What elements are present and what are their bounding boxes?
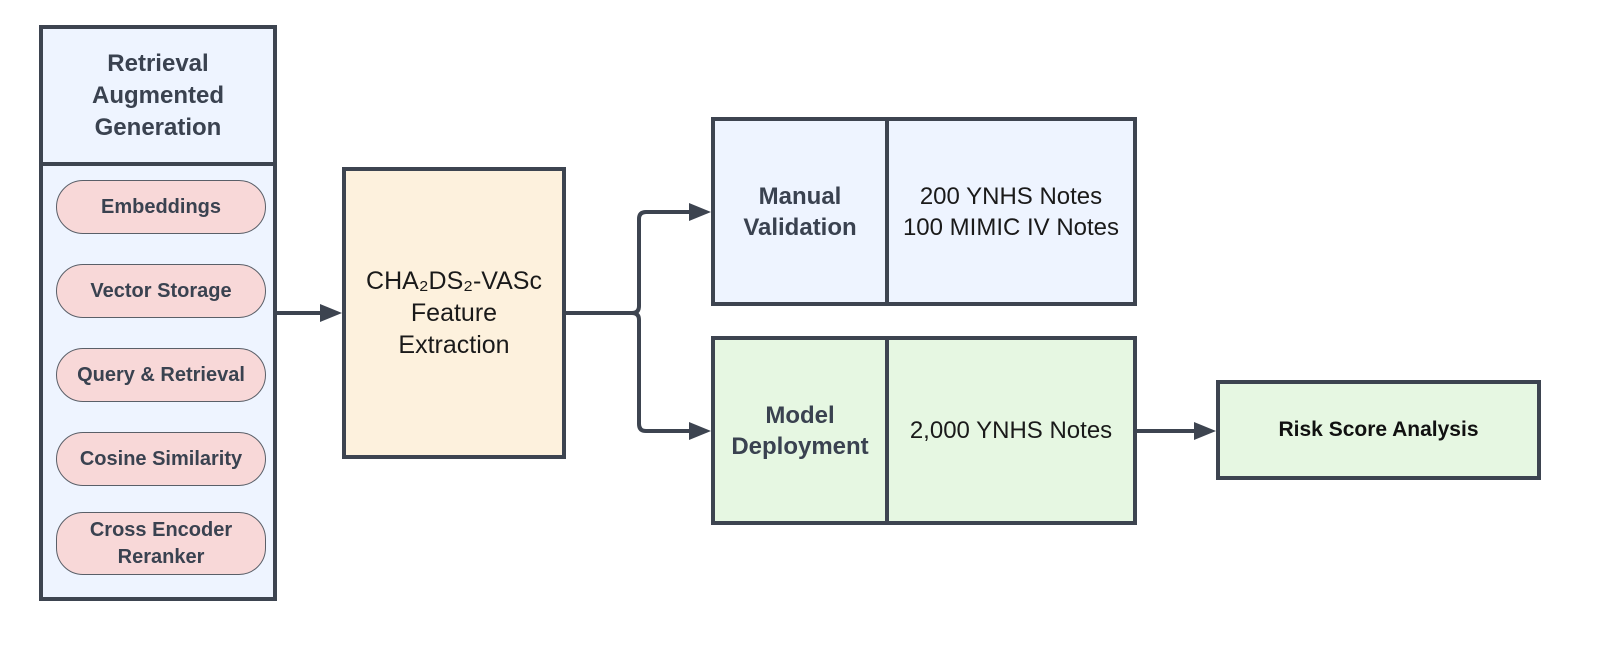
risk-score-analysis-box: Risk Score Analysis — [1216, 380, 1541, 480]
model-deployment-detail: 2,000 YNHS Notes — [909, 417, 1113, 444]
feature-extraction-line1: CHA₂DS₂-VASc — [366, 267, 542, 295]
rag-step-embeddings: Embeddings — [56, 180, 266, 234]
rag-panel: Retrieval Augmented Generation Embedding… — [39, 25, 277, 601]
feature-extraction-line2: Feature — [410, 299, 498, 327]
feature-extraction-line3: Extraction — [398, 331, 510, 359]
manual-validation-label: Manual Validation — [715, 121, 889, 302]
model-deployment-label: Model Deployment — [715, 340, 889, 521]
arrow-rag-to-feature-head — [320, 304, 342, 322]
rag-step-cross-encoder-reranker: Cross Encoder Reranker — [56, 512, 266, 575]
manual-validation-detail-line2: 100 MIMIC IV Notes — [902, 213, 1120, 241]
rag-step-cosine-similarity: Cosine Similarity — [56, 432, 266, 486]
manual-validation-detail-line1: 200 YNHS Notes — [919, 182, 1103, 210]
arrow-feature-to-deploy — [631, 311, 700, 433]
rag-step-query-retrieval: Query & Retrieval — [56, 348, 266, 402]
arrow-manual-head — [689, 203, 711, 221]
arrow-feature-to-branch — [566, 210, 700, 315]
arrow-risk-head — [1194, 422, 1216, 440]
manual-validation-box: Manual Validation 200 YNHS Notes 100 MIM… — [711, 117, 1137, 306]
rag-step-vector-storage: Vector Storage — [56, 264, 266, 318]
arrow-deploy-head — [689, 422, 711, 440]
manual-validation-detail: 200 YNHS Notes 100 MIMIC IV Notes — [889, 121, 1133, 302]
model-deployment-box: Model Deployment 2,000 YNHS Notes — [711, 336, 1137, 525]
feature-extraction-box: CHA₂DS₂-VASc Feature Extraction — [342, 167, 566, 459]
rag-title: Retrieval Augmented Generation — [43, 29, 273, 166]
